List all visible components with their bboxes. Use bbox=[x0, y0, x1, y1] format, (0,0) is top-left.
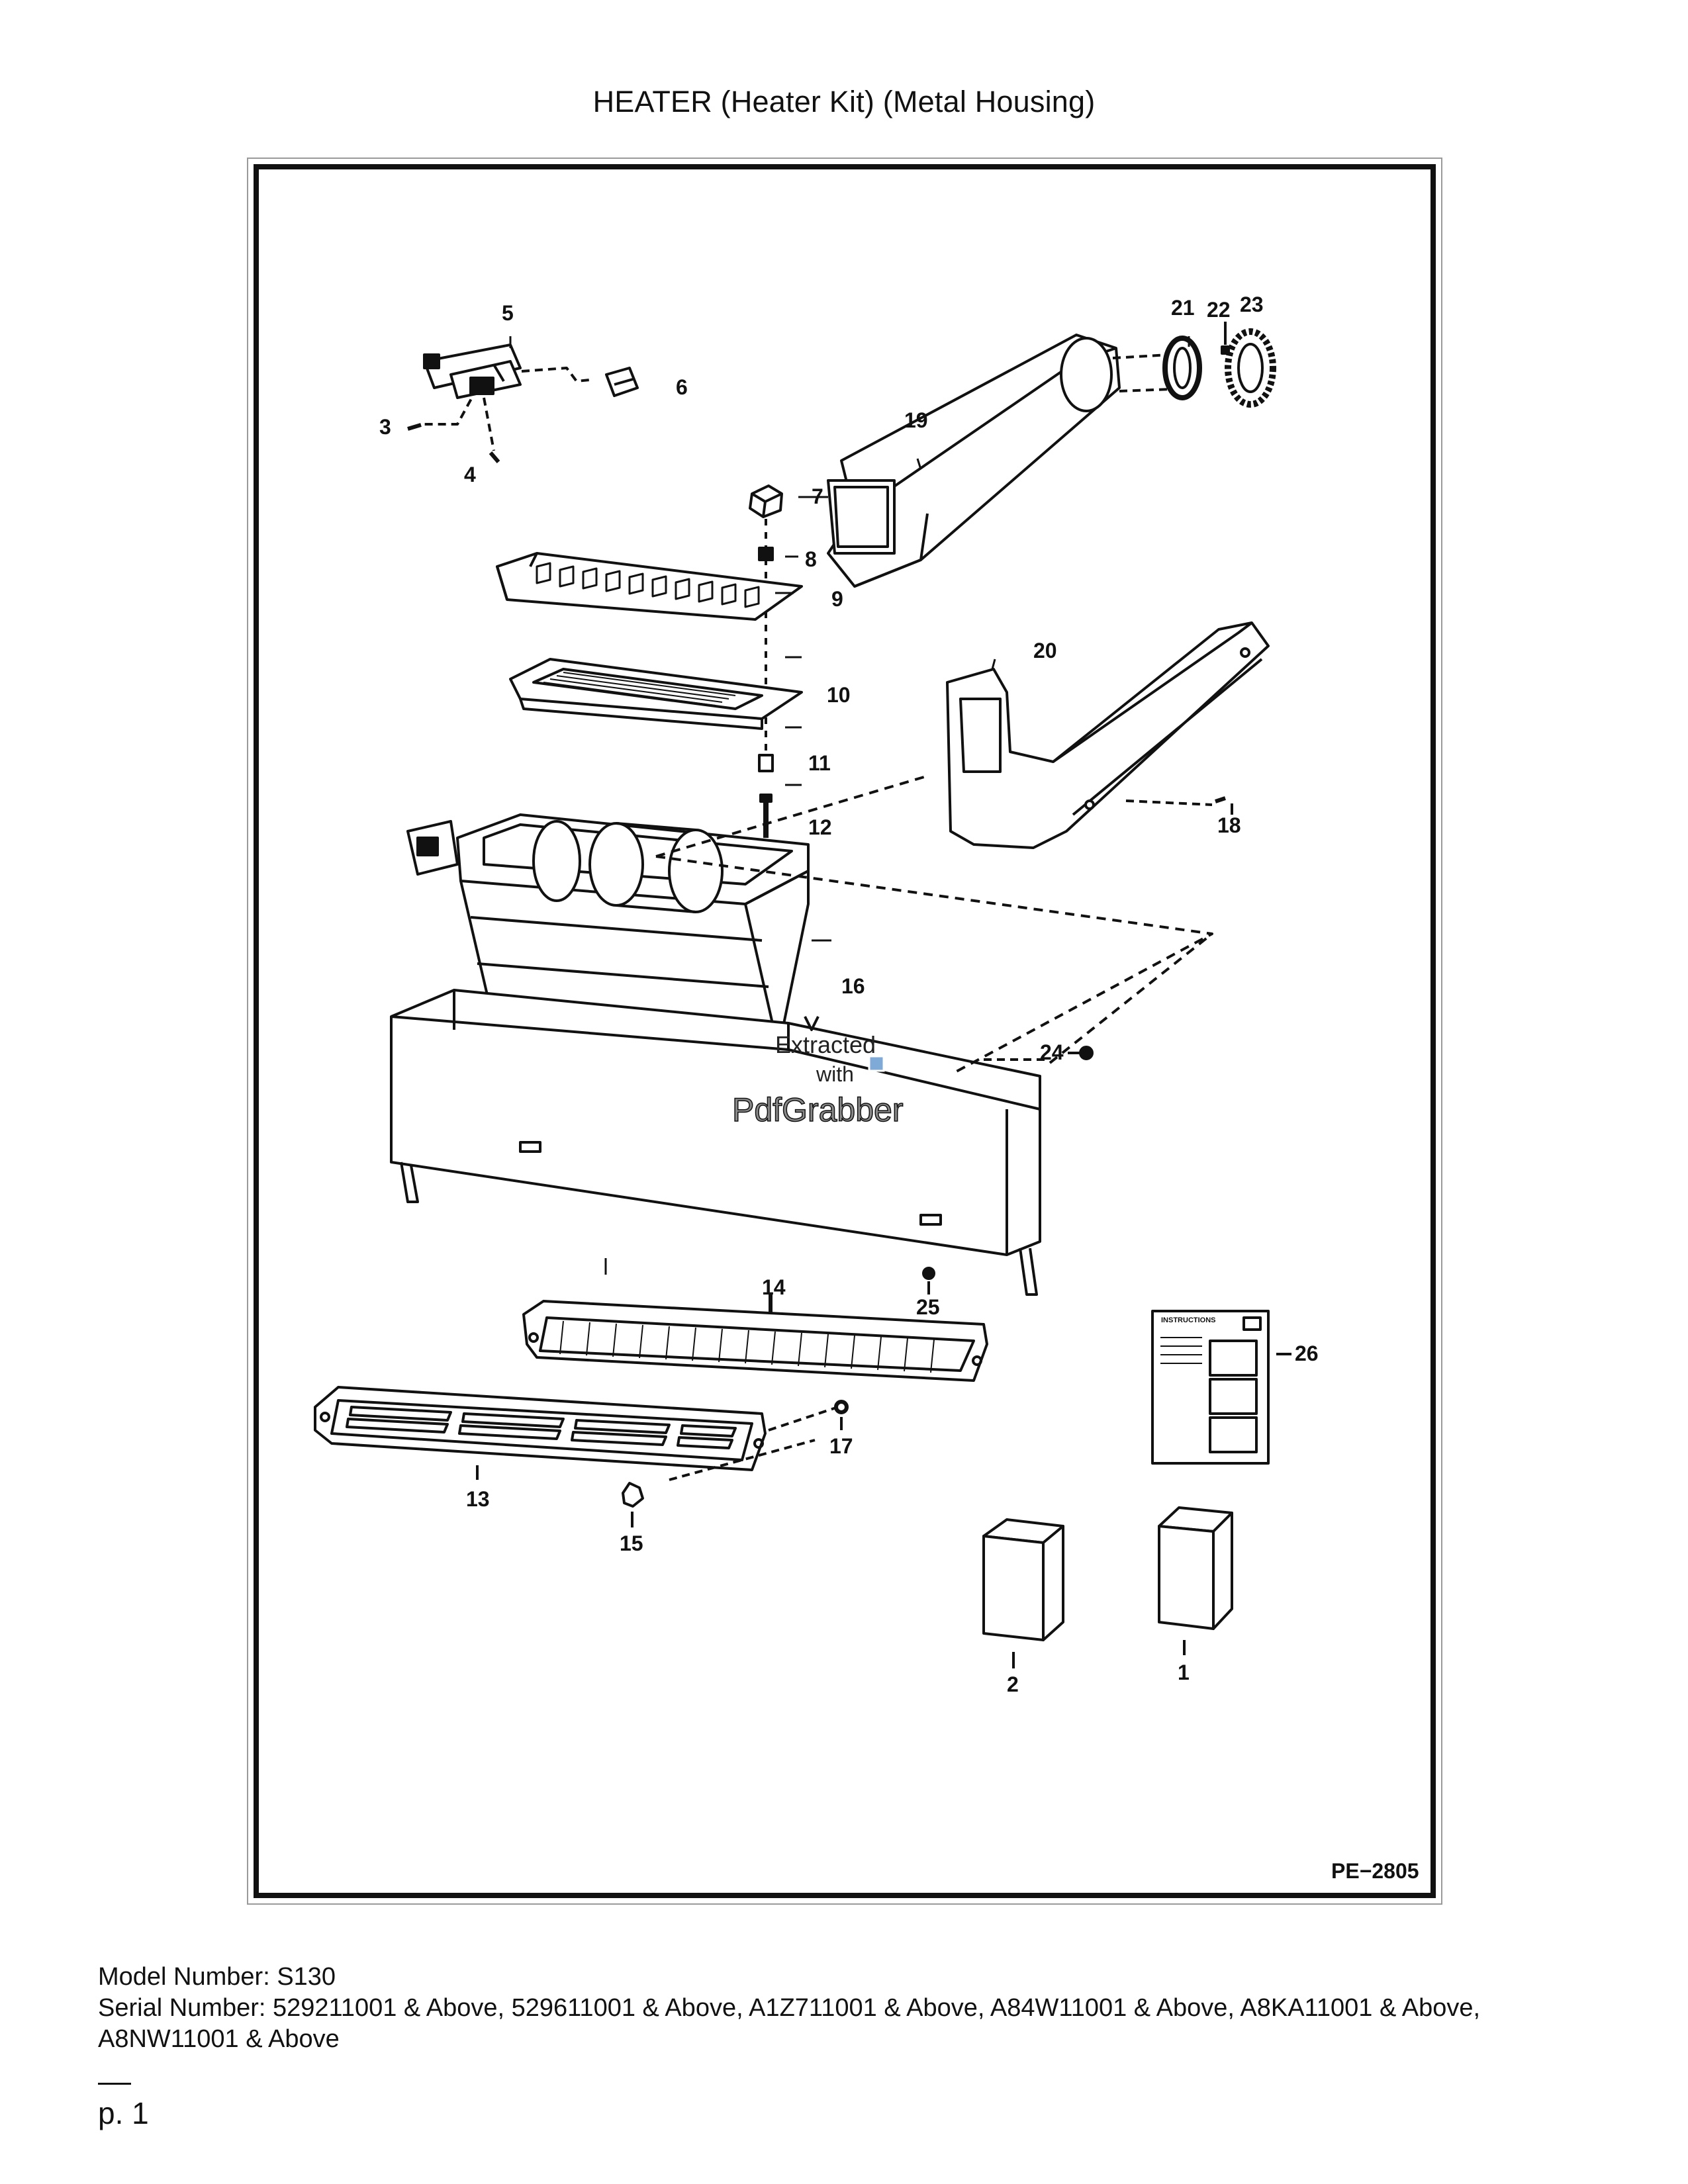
callout-25: 25 bbox=[916, 1295, 940, 1319]
callout-11: 11 bbox=[808, 751, 831, 775]
callout-17: 17 bbox=[829, 1434, 853, 1458]
callout-3: 3 bbox=[379, 415, 391, 439]
nut-17 bbox=[834, 1400, 849, 1414]
diagram-frame bbox=[254, 164, 1436, 1898]
lower-duct bbox=[946, 621, 1270, 849]
knob-15 bbox=[622, 1482, 644, 1508]
callout-21: 21 bbox=[1171, 296, 1195, 320]
callout-20: 20 bbox=[1033, 639, 1057, 662]
callout-13: 13 bbox=[466, 1487, 490, 1511]
callout-22: 22 bbox=[1207, 298, 1231, 322]
callout-15: 15 bbox=[620, 1531, 643, 1555]
box-part-2 bbox=[982, 1518, 1064, 1668]
nut-24 bbox=[1079, 1046, 1094, 1060]
knob-part bbox=[749, 484, 783, 518]
callout-18: 18 bbox=[1217, 813, 1241, 837]
callout-5: 5 bbox=[502, 301, 514, 325]
watermark: Extracted with PdfGrabber bbox=[731, 1031, 904, 1129]
heater-exploded-diagram: 5 3 4 6 7 8 9 10 11 12 16 19 20 21 22 23… bbox=[314, 293, 1419, 1883]
nut-8 bbox=[758, 547, 774, 561]
instructions-sheet bbox=[1151, 1310, 1270, 1465]
front-filter bbox=[522, 1300, 988, 1382]
figure-code: PE−2805 bbox=[1331, 1859, 1419, 1883]
page-title: HEATER (Heater Kit) (Metal Housing) bbox=[592, 85, 1096, 118]
page-divider bbox=[98, 2083, 131, 2085]
watermark-line-2: with bbox=[816, 1062, 854, 1086]
model-number: Model Number: S130 bbox=[98, 1963, 336, 1991]
callout-labels: 5 3 4 6 7 8 9 10 11 12 16 19 20 21 22 23… bbox=[379, 293, 1319, 1696]
blower-housing bbox=[406, 813, 810, 1051]
front-louver-grille bbox=[314, 1386, 767, 1471]
heater-base-housing bbox=[390, 989, 1041, 1296]
connector-part bbox=[605, 367, 639, 397]
callout-26: 26 bbox=[1295, 1342, 1319, 1365]
filter-panel bbox=[509, 658, 803, 730]
watermark-line-3: PdfGrabber bbox=[732, 1091, 903, 1128]
callout-6: 6 bbox=[676, 375, 688, 399]
ring-21 bbox=[1162, 336, 1202, 400]
screw-3 bbox=[407, 423, 422, 431]
callout-16: 16 bbox=[841, 974, 865, 998]
page-number: p. 1 bbox=[98, 2096, 149, 2130]
screw-18 bbox=[1215, 796, 1233, 815]
callout-4: 4 bbox=[464, 463, 476, 486]
callout-19: 19 bbox=[904, 408, 928, 432]
callout-14: 14 bbox=[762, 1275, 786, 1299]
callout-23: 23 bbox=[1240, 293, 1264, 316]
box-part-1 bbox=[1158, 1506, 1233, 1655]
callout-2: 2 bbox=[1007, 1672, 1019, 1696]
callout-24: 24 bbox=[1040, 1040, 1064, 1064]
screw-4 bbox=[489, 451, 500, 463]
callout-1: 1 bbox=[1178, 1661, 1190, 1684]
spacer-11 bbox=[758, 754, 774, 772]
bolt-12 bbox=[759, 794, 773, 838]
watermark-line-1: Extracted bbox=[775, 1031, 876, 1058]
callout-10: 10 bbox=[827, 683, 851, 707]
upper-duct bbox=[827, 334, 1121, 588]
instructions-label: INSTRUCTIONS bbox=[1161, 1316, 1216, 1324]
serial-number: Serial Number: 529211001 & Above, 529611… bbox=[98, 1994, 1481, 2053]
callout-7: 7 bbox=[812, 484, 823, 508]
nut-25 bbox=[922, 1267, 935, 1280]
watermark-logo-icon bbox=[868, 1055, 885, 1072]
switch-bracket-part bbox=[423, 343, 522, 399]
callout-8: 8 bbox=[805, 547, 817, 571]
vent-ring-23 bbox=[1225, 328, 1276, 408]
diagram-frame-outer bbox=[247, 158, 1442, 1905]
callout-12: 12 bbox=[808, 815, 832, 839]
top-louver-grille bbox=[496, 552, 803, 621]
callout-9: 9 bbox=[831, 587, 843, 611]
screw-22 bbox=[1221, 345, 1230, 355]
